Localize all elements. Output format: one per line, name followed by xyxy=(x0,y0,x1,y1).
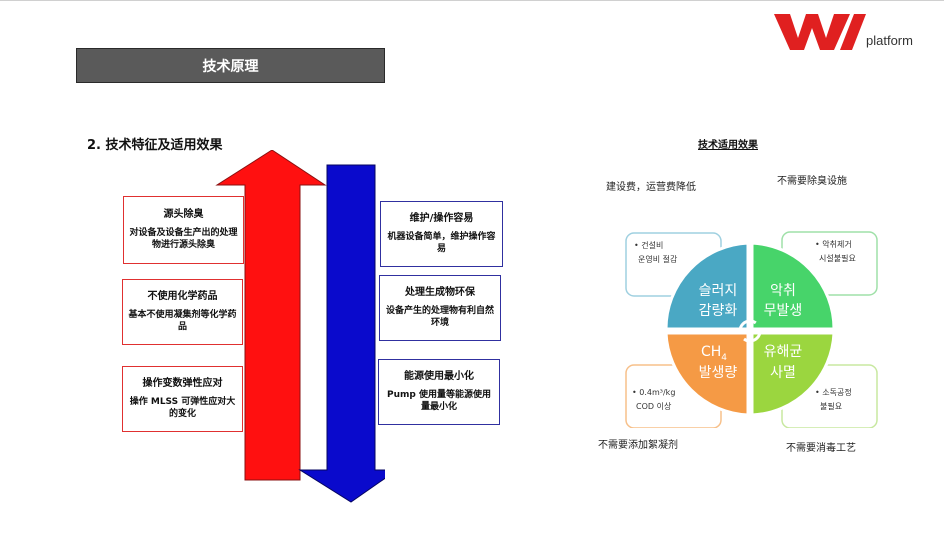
page-title: 技术原理 xyxy=(202,58,259,75)
callout-tr-line1: • 악취제거 xyxy=(815,239,852,249)
feature-title: 维护/操作容易 xyxy=(409,213,474,224)
feature-box-right-3: 能源使用最小化 Pump 使用量等能源使用量最小化 xyxy=(378,359,500,425)
quadrant-tl-line2: 감량화 xyxy=(699,303,738,319)
feature-box-left-2: 不使用化学药品 基本不使用凝集剂等化学药品 xyxy=(122,279,243,345)
quadrant-bl xyxy=(664,331,750,417)
effect-note-bottom-right: 不需要消毒工艺 xyxy=(786,443,856,454)
effects-wheel: • 건설비 운영비 절감 • 악취제거 시설불필요 • 0.4m³/kg COD… xyxy=(625,231,878,428)
callout-tr-line2: 시설불필요 xyxy=(819,253,856,263)
quadrant-br-line2: 사멸 xyxy=(770,365,796,381)
quadrant-tl-line1: 슬러지 xyxy=(699,283,738,299)
quadrant-bl-line1: CH4 xyxy=(701,344,727,363)
quadrant-br-line1: 유해균 xyxy=(764,344,803,360)
callout-br-line1: • 소독공정 xyxy=(815,387,852,397)
feature-title: 能源使用最小化 xyxy=(404,371,474,382)
callout-bl-line2: COD 이상 xyxy=(636,401,672,411)
brand-logo xyxy=(774,14,866,50)
callout-tl-line1: • 건설비 xyxy=(634,240,663,250)
cycle-icon xyxy=(738,319,762,343)
quadrant-br xyxy=(750,331,836,417)
quadrant-tl xyxy=(664,241,750,331)
updown-arrows xyxy=(215,150,385,503)
feature-title: 处理生成物环保 xyxy=(405,287,475,298)
quadrant-tr-line1: 악취 xyxy=(770,283,796,299)
quadrant-tr-line2: 무발생 xyxy=(764,303,803,319)
feature-title: 源头除臭 xyxy=(163,209,204,220)
blue-down-arrow xyxy=(298,164,385,503)
quadrant-bl-main: CH xyxy=(701,344,721,360)
feature-desc: 操作 MLSS 可弹性应对大的变化 xyxy=(129,397,236,419)
feature-desc: Pump 使用量等能源使用量最小化 xyxy=(387,390,491,412)
effect-note-top-left: 建设费，运营费降低 xyxy=(606,182,696,193)
effect-note-top-right: 不需要除臭设施 xyxy=(777,176,847,187)
feature-desc: 设备产生的处理物有利自然环境 xyxy=(385,306,494,328)
logo-text: platform xyxy=(866,33,913,48)
feature-box-right-2: 处理生成物环保 设备产生的处理物有利自然环境 xyxy=(379,275,501,341)
effects-title: 技术适用效果 xyxy=(698,140,758,151)
page-title-bar: 技术原理 xyxy=(76,48,385,83)
callout-bl-line1: • 0.4m³/kg xyxy=(632,388,675,397)
quadrant-tr xyxy=(750,241,836,331)
feature-box-right-1: 维护/操作容易 机器设备简单，维护操作容易 xyxy=(380,201,503,267)
effect-note-bottom-left: 不需要添加絮凝剂 xyxy=(598,440,678,451)
feature-title: 操作变数弹性应对 xyxy=(142,378,223,389)
section-heading: 2. 技术特征及适用效果 xyxy=(87,138,223,153)
feature-desc: 基本不使用凝集剂等化学药品 xyxy=(128,310,237,332)
top-divider xyxy=(0,0,944,1)
quadrant-bl-subscript: 4 xyxy=(721,353,727,363)
feature-desc: 机器设备简单，维护操作容易 xyxy=(387,232,496,254)
callout-br-line2: 불필요 xyxy=(820,401,842,411)
feature-box-left-1: 源头除臭 对设备及设备生产出的处理物进行源头除臭 xyxy=(123,196,244,264)
quadrant-bl-line2: 발생량 xyxy=(699,365,738,381)
red-up-arrow xyxy=(215,150,327,481)
feature-title: 不使用化学药品 xyxy=(147,291,218,302)
feature-desc: 对设备及设备生产出的处理物进行源头除臭 xyxy=(129,228,238,250)
feature-box-left-3: 操作变数弹性应对 操作 MLSS 可弹性应对大的变化 xyxy=(122,366,243,432)
callout-tl-line2: 운영비 절감 xyxy=(638,254,678,264)
